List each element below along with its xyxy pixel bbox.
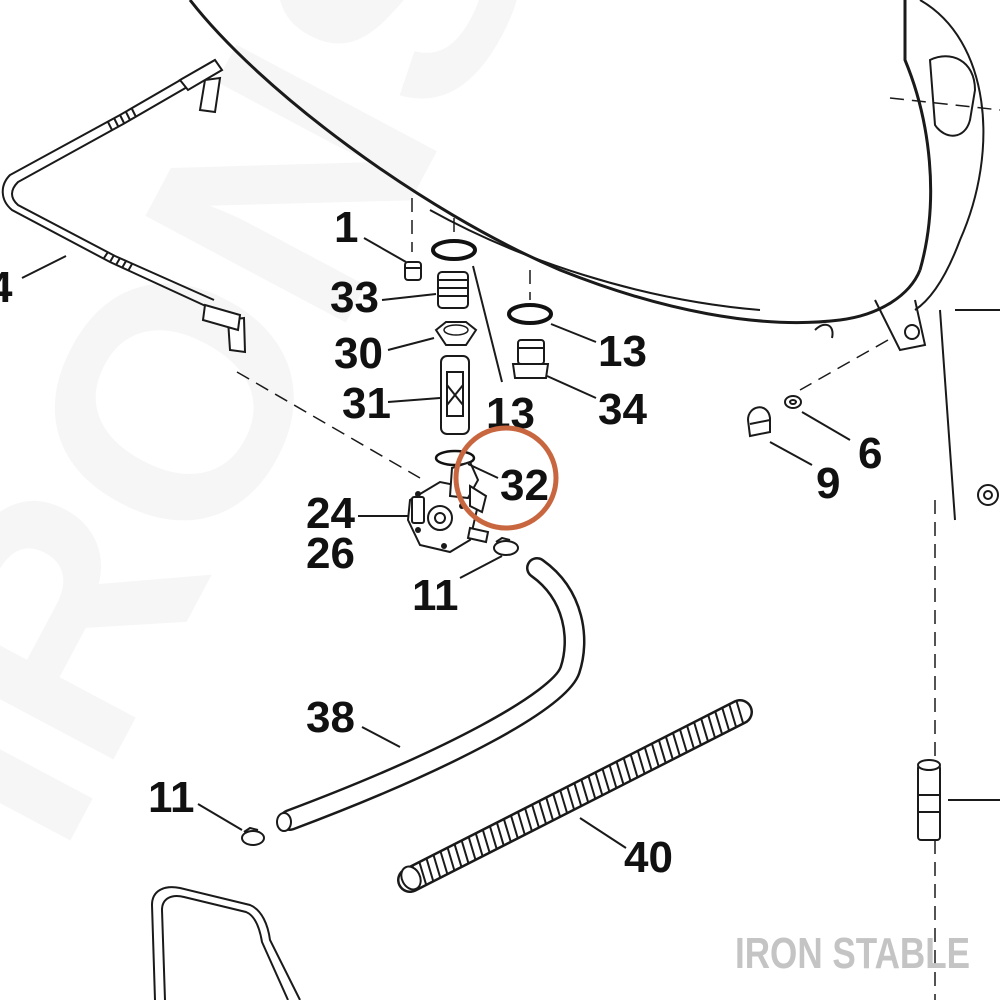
spring-coil bbox=[622, 758, 632, 781]
part-11-clamp-upper bbox=[493, 536, 519, 556]
spring-coil bbox=[503, 819, 512, 842]
cable-part-4 bbox=[1, 58, 247, 354]
spring-coil bbox=[432, 855, 442, 878]
part-11-clamp-lower bbox=[241, 826, 265, 846]
spring-coil bbox=[580, 780, 589, 802]
spring-coil bbox=[686, 726, 695, 749]
spring-coil bbox=[651, 744, 660, 767]
assembly-axes bbox=[236, 198, 936, 1000]
petcock-valve bbox=[406, 460, 490, 554]
spring-coil bbox=[707, 715, 716, 738]
part-31-filter bbox=[440, 355, 470, 435]
watermark-logo: IRONSTA bbox=[0, 0, 807, 893]
spring-coils bbox=[411, 701, 744, 889]
spring-coil bbox=[665, 737, 674, 759]
spring-coil bbox=[679, 729, 688, 752]
spring-coil bbox=[531, 805, 540, 828]
highlight-circle bbox=[453, 425, 559, 531]
brand-mark: IRON STABLE bbox=[735, 929, 970, 978]
callout-33: 33 bbox=[330, 273, 379, 322]
part-6-washer bbox=[784, 395, 802, 409]
spring-coil bbox=[496, 823, 505, 846]
spring-coil bbox=[594, 772, 604, 795]
spring-coil bbox=[559, 790, 568, 813]
callout-30: 30 bbox=[334, 329, 383, 378]
callout-6: 6 bbox=[858, 429, 882, 478]
spring-coil bbox=[608, 765, 618, 788]
spring-coil bbox=[672, 733, 681, 756]
callout-34: 34 bbox=[598, 385, 647, 434]
spring-coil bbox=[446, 848, 456, 871]
callout-1: 1 bbox=[334, 203, 358, 252]
spring-coil bbox=[545, 797, 554, 820]
spring-coil bbox=[693, 722, 702, 745]
cable-spring-lower bbox=[103, 251, 133, 272]
part-9-acorn-nut bbox=[746, 406, 771, 438]
spring-coil bbox=[453, 844, 463, 867]
part-13-oring-upper bbox=[431, 239, 477, 261]
leader-lines bbox=[197, 237, 851, 849]
spring-coil bbox=[721, 708, 730, 731]
spring-coil bbox=[644, 747, 653, 770]
spring-coil bbox=[714, 711, 723, 734]
callout-13-b: 13 bbox=[598, 327, 647, 376]
part-34-plug bbox=[511, 339, 550, 379]
spring-coil bbox=[573, 783, 582, 806]
fuel-tank-outline bbox=[188, 0, 1000, 521]
spring-coil bbox=[482, 830, 491, 853]
spring-coil bbox=[566, 787, 575, 810]
spring-coil bbox=[517, 812, 526, 835]
spring-coil bbox=[418, 862, 427, 885]
spring-coil bbox=[425, 858, 435, 881]
part-1-plug bbox=[404, 261, 422, 281]
part-13-oring-lower bbox=[434, 449, 476, 467]
spring-coil bbox=[728, 704, 737, 727]
spring-coil bbox=[735, 701, 744, 724]
callout-26: 26 bbox=[306, 529, 355, 578]
spring-coil bbox=[538, 801, 547, 824]
callout-11-b: 11 bbox=[148, 773, 195, 822]
svg-text:IRONSTA: IRONSTA bbox=[0, 0, 807, 893]
spring-coil bbox=[700, 719, 709, 741]
frame-bracket bbox=[150, 886, 301, 1001]
spring-coil bbox=[467, 837, 477, 860]
fuel-hose-part-38 bbox=[276, 557, 586, 832]
spring-coil bbox=[510, 815, 519, 838]
spring-coil bbox=[489, 826, 498, 849]
callout-31: 31 bbox=[342, 379, 391, 428]
callout-32: 32 bbox=[500, 461, 549, 510]
callout-4: 4 bbox=[0, 263, 13, 312]
spring-coil bbox=[460, 841, 470, 863]
spring-coil bbox=[439, 851, 449, 874]
callout-24: 24 bbox=[306, 489, 355, 538]
spring-coil bbox=[637, 751, 646, 774]
callout-11-a: 11 bbox=[412, 571, 459, 620]
spring-coil bbox=[615, 762, 625, 785]
spring-coil bbox=[658, 740, 667, 763]
spring-coil bbox=[524, 808, 533, 831]
spring-coil bbox=[601, 769, 611, 792]
part-13-oring-right bbox=[507, 303, 553, 325]
part-33-fitting bbox=[437, 271, 469, 309]
spring-coil bbox=[587, 776, 597, 799]
spring-sleeve-part-40 bbox=[397, 699, 753, 893]
callout-9: 9 bbox=[816, 459, 840, 508]
spring-coil bbox=[475, 833, 484, 856]
callout-38: 38 bbox=[306, 693, 355, 742]
frame-stud bbox=[917, 759, 1000, 841]
spring-coil bbox=[629, 754, 639, 777]
spring-coil bbox=[552, 794, 561, 817]
cable-spring-upper bbox=[107, 108, 137, 131]
part-30-nut bbox=[434, 321, 478, 346]
callout-40: 40 bbox=[624, 833, 673, 882]
